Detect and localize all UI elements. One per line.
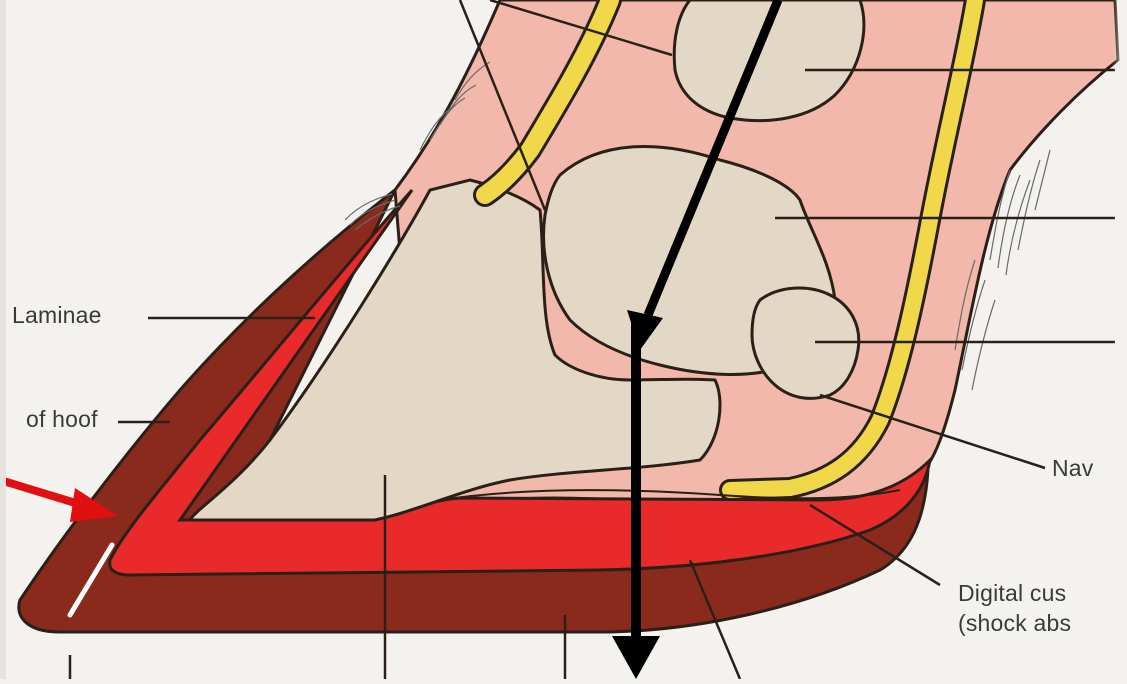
label-digital-cushion-line2: (shock abs: [958, 610, 1071, 637]
left-margin-shade: [0, 0, 6, 679]
label-navicular: Nav: [1052, 455, 1094, 482]
right-edge-fade: [1113, 0, 1127, 679]
label-wall-of-hoof: of hoof: [26, 406, 98, 433]
label-laminae: Laminae: [12, 302, 102, 329]
label-digital-cushion-line1: Digital cus: [958, 580, 1066, 607]
